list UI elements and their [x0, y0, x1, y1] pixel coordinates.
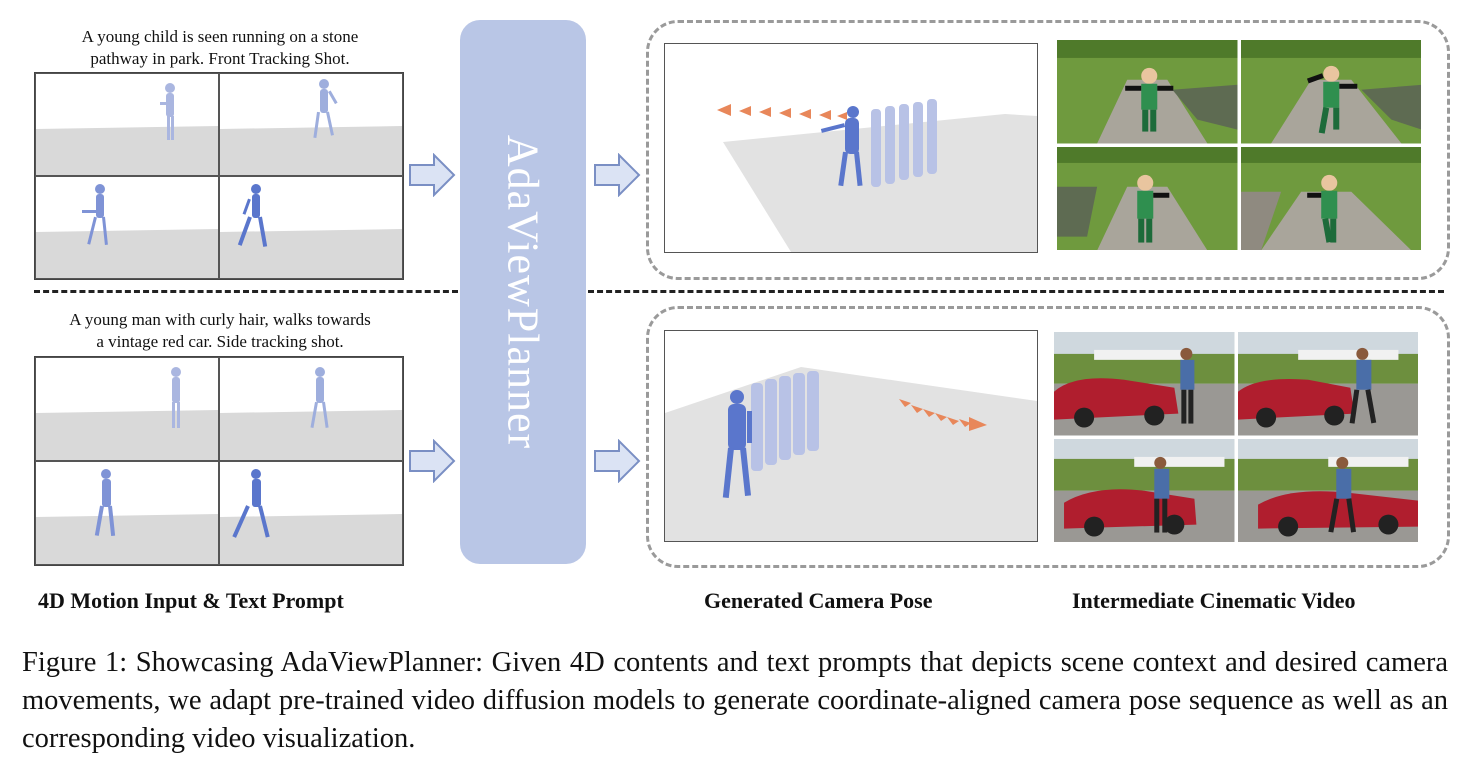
motion-frame — [219, 357, 403, 461]
camera-frustum-icon — [717, 104, 847, 120]
human-figure-icon — [237, 184, 268, 247]
prompt-top-line-1: A young child is seen running on a stone — [81, 27, 359, 46]
cinematic-video-frames-top — [1057, 40, 1421, 250]
ada-view-planner-block: AdaViewPlanner — [460, 20, 586, 564]
human-figure-icon — [1137, 174, 1170, 243]
human-figure-icon — [94, 469, 116, 537]
right-arrow-icon — [594, 153, 641, 197]
human-figure-icon — [310, 367, 329, 428]
motion-frame — [219, 73, 403, 176]
row-separator-left — [34, 290, 458, 293]
planner-label: AdaViewPlanner — [498, 134, 548, 450]
motion-input-grid-bottom — [34, 356, 404, 566]
human-figure-icon — [1306, 65, 1357, 134]
prompt-bottom-line-2: a vintage red car. Side tracking shot. — [96, 332, 344, 351]
video-frame — [1237, 332, 1418, 436]
human-figure-icon — [171, 367, 181, 428]
row-separator-right — [588, 290, 1444, 293]
label-camera-pose: Generated Camera Pose — [704, 588, 933, 613]
video-frame — [1054, 332, 1235, 436]
figure-caption: Figure 1: Showcasing AdaViewPlanner: Giv… — [22, 647, 1448, 754]
human-figure-icon — [160, 83, 175, 140]
human-figure-icon — [1327, 456, 1356, 533]
human-figure-icon — [751, 371, 819, 471]
human-figure-icon — [1125, 67, 1174, 132]
label-cinematic-video: Intermediate Cinematic Video — [1072, 588, 1356, 613]
cinematic-video-frames-bottom — [1054, 332, 1418, 542]
camera-pose-view-top — [664, 43, 1038, 253]
human-figure-icon — [1180, 347, 1195, 424]
right-arrow-icon — [409, 153, 456, 197]
video-frame — [1057, 146, 1238, 250]
human-figure-icon — [820, 106, 863, 187]
prompt-top-line-2: pathway in park. Front Tracking Shot. — [90, 49, 350, 68]
human-figure-icon — [313, 79, 338, 139]
camera-pose-view-bottom — [664, 330, 1038, 542]
human-figure-icon — [1349, 347, 1376, 424]
human-figure-icon — [232, 469, 270, 538]
human-figure-icon — [82, 184, 108, 245]
human-figure-icon — [1154, 456, 1170, 533]
video-frame — [1057, 40, 1238, 144]
motion-frame — [219, 461, 403, 565]
motion-frame — [219, 176, 403, 279]
right-arrow-icon — [594, 439, 641, 483]
label-motion-input: 4D Motion Input & Text Prompt — [38, 588, 344, 613]
video-frame — [1237, 438, 1418, 542]
motion-frame — [35, 357, 219, 461]
motion-frame — [35, 176, 219, 279]
motion-frame — [35, 461, 219, 565]
video-frame — [1240, 146, 1421, 250]
camera-frustum-icon — [899, 399, 987, 431]
human-figure-icon — [1306, 174, 1337, 243]
output-panel-bottom — [646, 306, 1450, 568]
right-arrow-icon — [409, 439, 456, 483]
human-figure-icon — [871, 99, 937, 187]
prompt-bottom-line-1: A young man with curly hair, walks towar… — [69, 310, 371, 329]
motion-frame — [35, 73, 219, 176]
video-frame — [1240, 40, 1421, 144]
motion-input-grid-top — [34, 72, 404, 280]
human-figure-icon — [722, 390, 752, 499]
output-panel-top — [646, 20, 1450, 280]
video-frame — [1054, 438, 1235, 542]
